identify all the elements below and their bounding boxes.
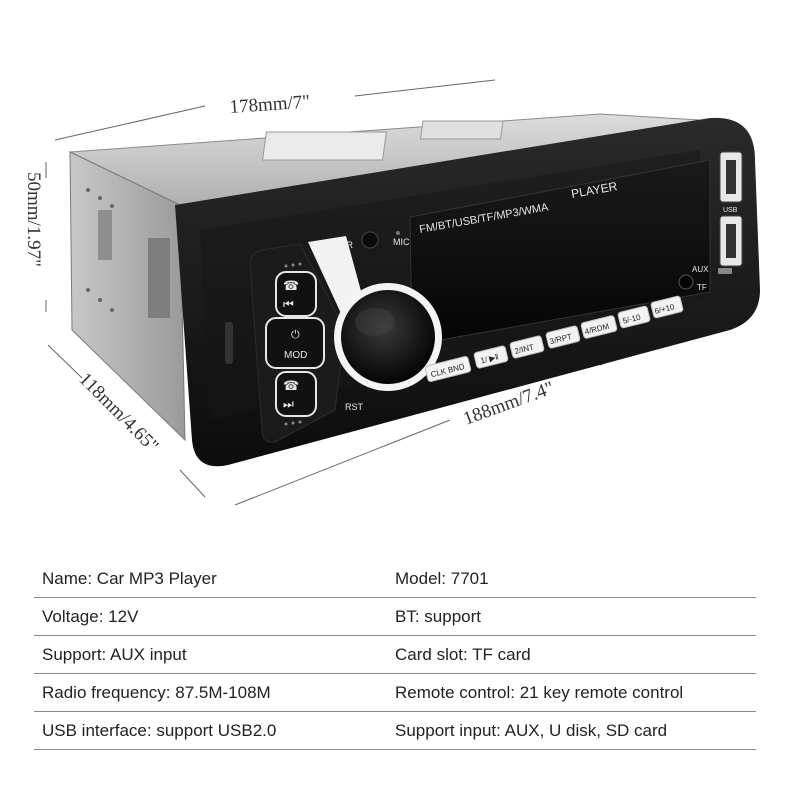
svg-text:1/ ▶‖: 1/ ▶‖ <box>480 352 500 365</box>
spec-left-cell: Name: Car MP3 Player <box>42 568 217 588</box>
ir-sensor-icon <box>361 231 379 249</box>
mic-label: MIC <box>393 237 410 247</box>
spec-right-cell: Remote control: 21 key remote control <box>395 682 684 702</box>
height-label: 50mm/1.97" <box>23 172 44 267</box>
left-control-panel: ☎ ⏮ ⏻ MOD ☎ ⏭ RST <box>249 236 364 443</box>
next-track-button[interactable] <box>275 371 317 417</box>
preset-button[interactable]: 4/RDM <box>580 315 618 339</box>
aux-label: AUX <box>692 265 709 274</box>
prev-track-icon: ⏮ <box>283 297 294 311</box>
width-label: 178mm/7" <box>229 91 311 118</box>
spec-left-cell: Radio frequency: 87.5M-108M <box>42 682 271 702</box>
spec-row: Voltage: 12V BT: support <box>34 598 756 636</box>
preset-button[interactable]: 3/RPT <box>545 325 581 349</box>
phone-accept-icon: ☎ <box>283 278 299 293</box>
ports-area: AUX TF USB <box>678 151 743 292</box>
rst-label: RST <box>345 402 364 412</box>
usb-label: USB <box>723 207 738 214</box>
preset-button[interactable]: 1/ ▶‖ <box>473 345 509 369</box>
spec-row: Support: AUX input Card slot: TF card <box>34 636 756 674</box>
spec-left-cell: Voltage: 12V <box>42 606 139 626</box>
ir-label: IR <box>344 240 354 250</box>
spec-right-cell: Card slot: TF card <box>395 644 531 664</box>
phone-hangup-icon: ☎ <box>283 378 299 393</box>
spec-row: Name: Car MP3 Player Model: 7701 <box>34 560 756 598</box>
spec-left-cell: USB interface: support USB2.0 <box>42 720 277 740</box>
mic-icon <box>396 231 400 235</box>
tf-slot-icon <box>718 268 732 274</box>
spec-left-cell: Support: AUX input <box>42 644 187 664</box>
power-icon: ⏻ <box>291 329 300 341</box>
preset-buttons: CLK BND 1/ ▶‖ 2/INT 3/RPT 4/RDM 5/-10 6/… <box>424 295 684 382</box>
preset-button[interactable]: 2/INT <box>509 335 545 359</box>
tf-label: TF <box>697 283 707 292</box>
ir-mic-area: IR MIC <box>344 231 410 250</box>
height-dimension: 50mm/1.97" <box>23 162 47 312</box>
spec-row: Radio frequency: 87.5M-108M Remote contro… <box>34 674 756 712</box>
aux-jack-icon <box>678 274 694 290</box>
next-track-icon: ⏭ <box>283 397 294 411</box>
spec-right-cell: Model: 7701 <box>395 568 489 588</box>
product-illustration: 178mm/7" 50mm/1.97" 118mm/4.65" 188mm/7.… <box>23 79 760 506</box>
preset-button[interactable]: 5/-10 <box>617 305 651 329</box>
prev-track-button[interactable] <box>275 271 317 317</box>
mod-button[interactable] <box>265 317 325 369</box>
spec-row: USB interface: support USB2.0 Support inp… <box>34 712 756 750</box>
volume-knob[interactable] <box>334 283 442 391</box>
chassis <box>68 113 701 442</box>
preset-button[interactable]: CLK BND <box>424 356 472 382</box>
spec-right-cell: BT: support <box>395 606 481 626</box>
svg-text:5/-10: 5/-10 <box>622 312 642 325</box>
spec-right-cell: Support input: AUX, U disk, SD card <box>395 720 668 740</box>
preset-button[interactable]: 6/+10 <box>650 295 684 319</box>
mod-label: MOD <box>284 350 307 361</box>
